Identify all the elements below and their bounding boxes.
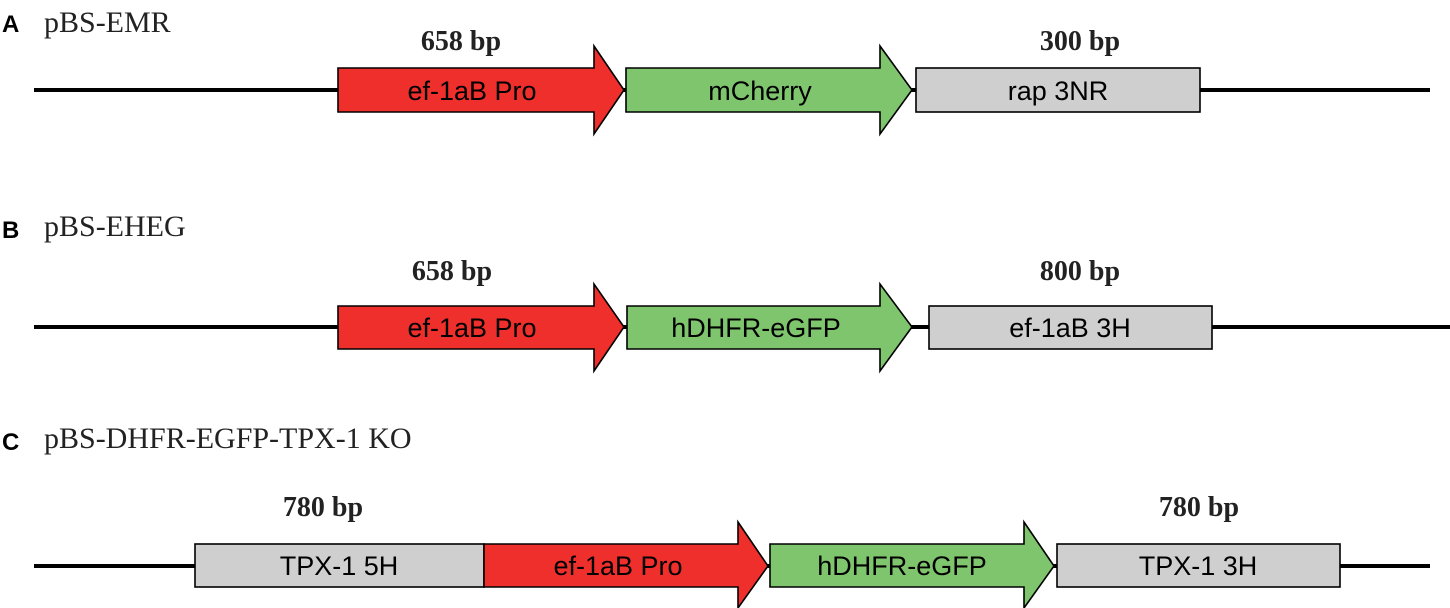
construct-name: pBS-EMR xyxy=(44,6,171,39)
construct-name: pBS-DHFR-EGFP-TPX-1 KO xyxy=(44,422,412,455)
gene-arrow xyxy=(626,281,913,374)
construct-name: pBS-EHEG xyxy=(44,210,186,243)
gene-arrow xyxy=(769,519,1055,608)
part-label: TPX-1 3H xyxy=(1139,551,1258,581)
part-label: mCherry xyxy=(708,76,812,106)
part-label: ef-1aB Pro xyxy=(407,313,536,343)
utr-box xyxy=(928,305,1213,350)
panel-letter: C xyxy=(2,429,19,456)
part-label: rap 3NR xyxy=(1008,76,1109,106)
part-label: hDHFR-eGFP xyxy=(817,551,987,581)
bp-size-label: 800 bp xyxy=(1040,256,1120,287)
part-label: TPX-1 5H xyxy=(280,551,399,581)
part-label: ef-1aB 3H xyxy=(1009,313,1131,343)
bp-size-label: 780 bp xyxy=(283,492,363,523)
panel-letter: B xyxy=(2,217,19,244)
bp-size-label: 658 bp xyxy=(412,256,492,287)
bp-size-label: 658 bp xyxy=(421,26,501,57)
gene-arrow xyxy=(625,43,913,137)
part-label: ef-1aB Pro xyxy=(407,76,536,106)
bp-size-label: 780 bp xyxy=(1159,492,1239,523)
bp-size-label: 300 bp xyxy=(1040,26,1120,57)
utr-box xyxy=(1056,543,1341,588)
promoter-arrow xyxy=(337,43,625,137)
panel-letter: A xyxy=(2,11,19,38)
panel-a: A pBS-EMR 658 bp 300 bp ef-1aB Pro mCher… xyxy=(2,6,1430,137)
utr-box xyxy=(915,67,1201,113)
panel-c: C pBS-DHFR-EGFP-TPX-1 KO 780 bp 780 bp T… xyxy=(2,422,1430,608)
panel-b: B pBS-EHEG 658 bp 800 bp ef-1aB Pro hDHF… xyxy=(2,210,1450,374)
promoter-arrow xyxy=(483,519,769,608)
promoter-arrow xyxy=(337,281,625,374)
part-label: ef-1aB Pro xyxy=(553,551,682,581)
part-label: hDHFR-eGFP xyxy=(671,313,841,343)
